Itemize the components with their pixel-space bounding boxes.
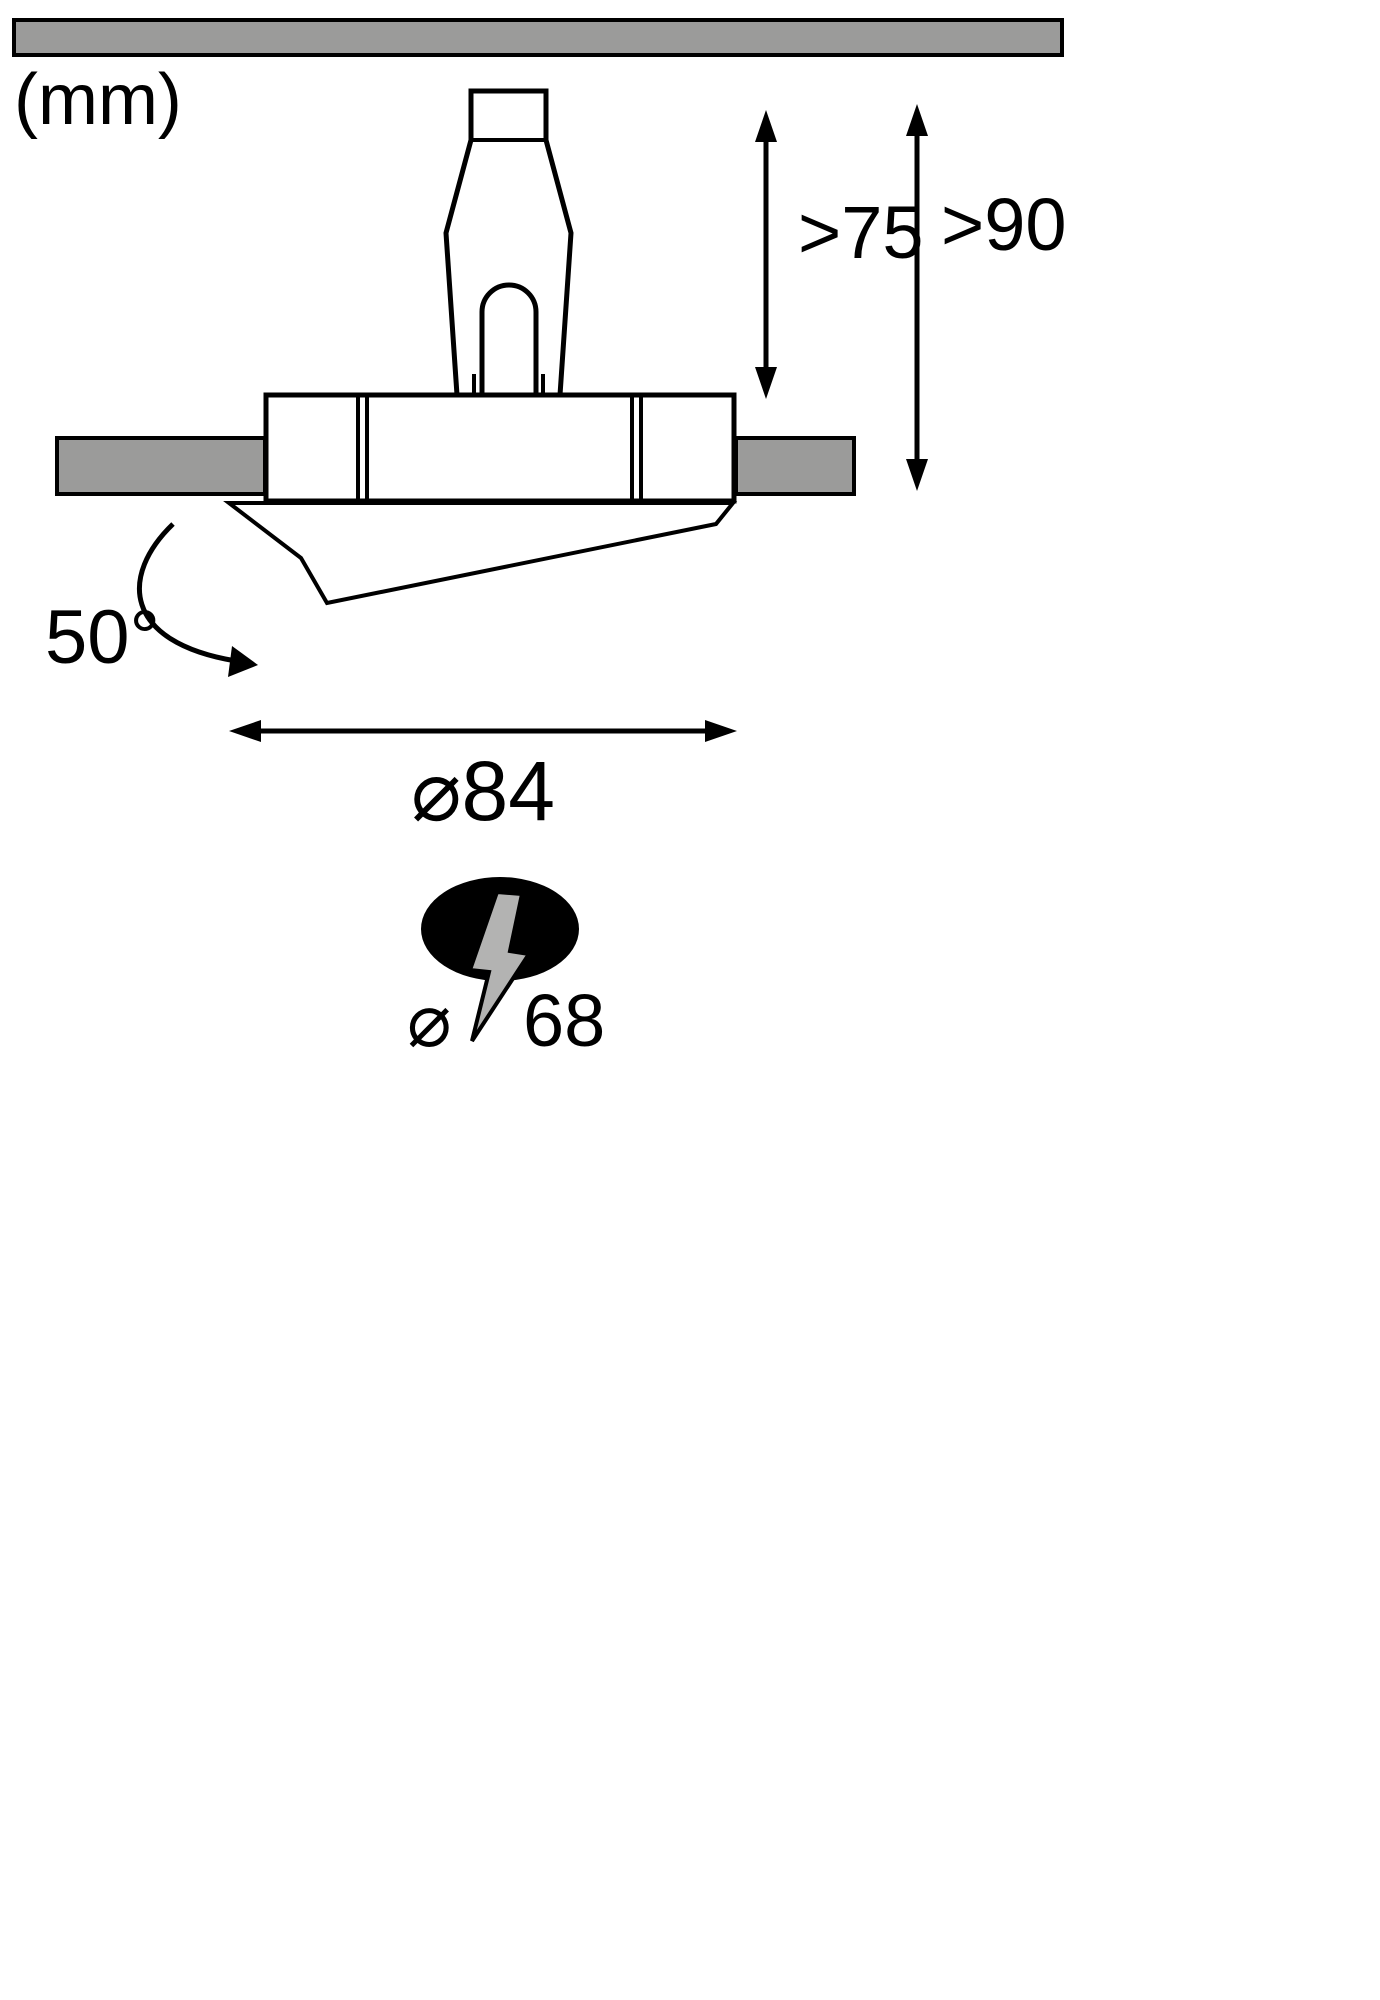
arrow-down-icon bbox=[906, 459, 928, 491]
arrow-up-icon bbox=[906, 104, 928, 136]
recess-depth-label: >75 bbox=[798, 191, 924, 274]
cutout-diameter-symbol: ⌀ bbox=[407, 979, 452, 1062]
ceiling-surface bbox=[12, 18, 1064, 57]
mounting-flange-right bbox=[734, 436, 856, 496]
unit-label: (mm) bbox=[14, 60, 182, 140]
flash-icon bbox=[467, 889, 533, 1043]
arrow-left-icon bbox=[229, 720, 261, 742]
arrow-right-icon bbox=[228, 646, 258, 677]
cutout-symbol: ⌀ 68 bbox=[407, 877, 605, 1062]
swivel-arc bbox=[136, 522, 237, 664]
recess-depth-dimension: >75 bbox=[755, 110, 924, 399]
luminaire-cross-section bbox=[55, 88, 856, 606]
total-height-label: >90 bbox=[941, 183, 1067, 266]
ceiling-bar bbox=[12, 18, 1064, 57]
swivel-angle-annotation: 50° bbox=[45, 522, 258, 680]
connector-body bbox=[443, 88, 574, 398]
cutout-diameter-value: 68 bbox=[523, 979, 605, 1062]
swivel-angle-label: 50° bbox=[45, 595, 160, 680]
connector-slot bbox=[479, 282, 539, 395]
arrow-up-icon bbox=[755, 110, 777, 142]
arrow-down-icon bbox=[755, 367, 777, 399]
tilted-trim-face bbox=[223, 501, 738, 606]
mounting-flange-left bbox=[55, 436, 267, 496]
total-height-dimension: >90 bbox=[906, 104, 1067, 491]
arrow-right-icon bbox=[705, 720, 737, 742]
housing-body bbox=[263, 392, 737, 504]
outer-diameter-label: ⌀84 bbox=[411, 744, 555, 838]
outer-diameter-dimension: ⌀84 bbox=[229, 720, 737, 838]
